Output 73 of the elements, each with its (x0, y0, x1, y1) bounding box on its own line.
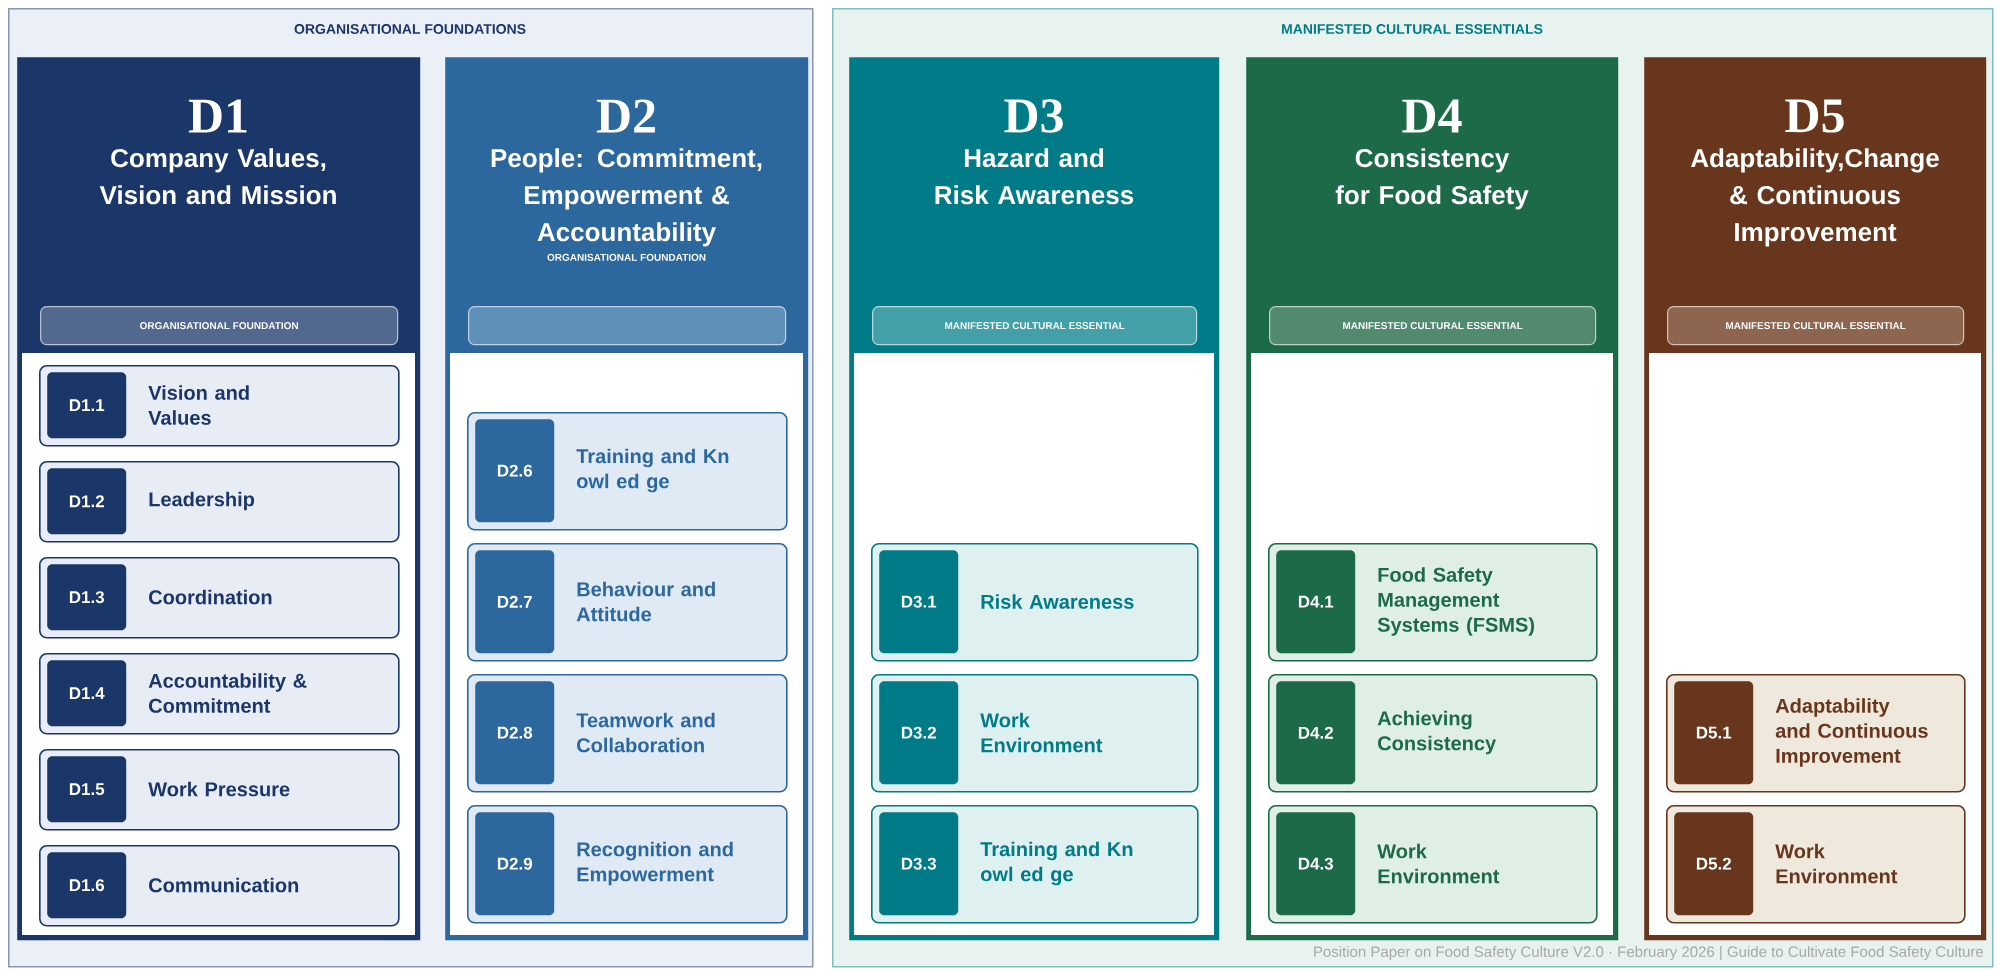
blank-pill (468, 306, 787, 346)
item-card (467, 674, 788, 793)
item-title: Food Safety Management Systems (FSMS) (1377, 567, 1534, 636)
code-badge: D1.5 (47, 756, 127, 823)
item-title: Leadership (149, 491, 255, 511)
item-card (871, 674, 1199, 793)
group-title: MANIFESTED CULTURAL ESSENTIALS (1282, 24, 1543, 34)
column-number: D4 (1402, 99, 1462, 133)
category-pill: MANIFESTED CULTURAL ESSENTIAL (1269, 306, 1597, 346)
code-badge: D3.2 (879, 681, 959, 785)
column-subtitle: ORGANISATIONAL FOUNDATION (547, 253, 706, 261)
group-title: ORGANISATIONAL FOUNDATIONS (294, 24, 526, 34)
item-card (39, 653, 400, 735)
item-title: Behaviour and Attitude (576, 581, 715, 622)
item-title: Risk Awareness (981, 594, 1134, 609)
item-card (871, 805, 1199, 924)
footer-note: Position Paper on Food Safety Culture V2.0 · February 2026 | Guide to Cultivate Food Safety Culture (1314, 945, 1984, 961)
code-badge: D5.2 (1674, 812, 1754, 916)
item-card (1666, 805, 1966, 924)
item-title: Vision and Values (148, 385, 249, 425)
item-title: Work Environment (1377, 843, 1500, 884)
item-title: Communication (149, 877, 299, 893)
item-title: Work Environment (980, 712, 1103, 753)
code-badge: D5.1 (1674, 681, 1754, 785)
column-title: People: Commitment, Empowerment & Accountability (491, 148, 762, 247)
item-title: Coordination (149, 589, 272, 605)
item-title: Work Pressure (148, 781, 290, 797)
code-badge: D2.8 (475, 681, 555, 785)
column-title: Consistency for Food Safety (1335, 148, 1529, 210)
column-number: D2 (596, 99, 655, 133)
code-badge: D4.3 (1276, 812, 1356, 916)
code-badge: D1.1 (47, 372, 127, 439)
item-card (39, 365, 400, 447)
code-badge: D2.7 (475, 550, 555, 654)
item-title: Accountability & Commitment (148, 673, 307, 713)
code-badge: D1.3 (47, 564, 127, 631)
column-title: Adaptability,Change & Continuous Improvement (1690, 148, 1939, 247)
item-title: Achieving Consistency (1377, 710, 1496, 755)
item-card (467, 805, 788, 924)
item-title: Training and Kn owl ed ge (980, 841, 1133, 886)
item-card (1268, 805, 1598, 924)
item-card (467, 543, 788, 662)
column-title: Hazard and Risk Awareness (935, 148, 1134, 205)
code-badge: D4.1 (1276, 550, 1356, 654)
code-badge: D1.2 (47, 468, 127, 535)
item-card (871, 543, 1199, 662)
item-card (39, 845, 400, 927)
item-card (1268, 543, 1598, 662)
item-card (1268, 674, 1598, 793)
category-pill: MANIFESTED CULTURAL ESSENTIAL (872, 306, 1198, 346)
item-card (467, 412, 788, 531)
code-badge: D1.6 (47, 852, 127, 919)
item-card (39, 749, 400, 831)
item-title: Recognition and Empowerment (577, 841, 733, 886)
item-title: Adaptability and Continuous Improvement (1775, 698, 1928, 767)
code-badge: D2.9 (475, 812, 555, 916)
item-title: Work Environment (1775, 843, 1898, 884)
column-number: D3 (1004, 99, 1063, 133)
category-pill: MANIFESTED CULTURAL ESSENTIAL (1667, 306, 1965, 346)
category-pill: ORGANISATIONAL FOUNDATION (40, 306, 399, 346)
item-card (39, 557, 400, 639)
item-card (1666, 674, 1966, 793)
code-badge: D2.6 (475, 419, 555, 523)
column-title: Company Values, Vision and Mission (99, 148, 336, 205)
item-title: Teamwork and Collaboration (576, 712, 715, 753)
code-badge: D3.3 (879, 812, 959, 916)
column-number: D5 (1785, 99, 1844, 133)
item-card (39, 461, 400, 543)
item-title: Training and Kn owl ed ge (576, 448, 729, 493)
code-badge: D3.1 (879, 550, 959, 654)
code-badge: D4.2 (1276, 681, 1356, 785)
code-badge: D1.4 (47, 660, 127, 727)
column-number: D1 (188, 99, 247, 133)
